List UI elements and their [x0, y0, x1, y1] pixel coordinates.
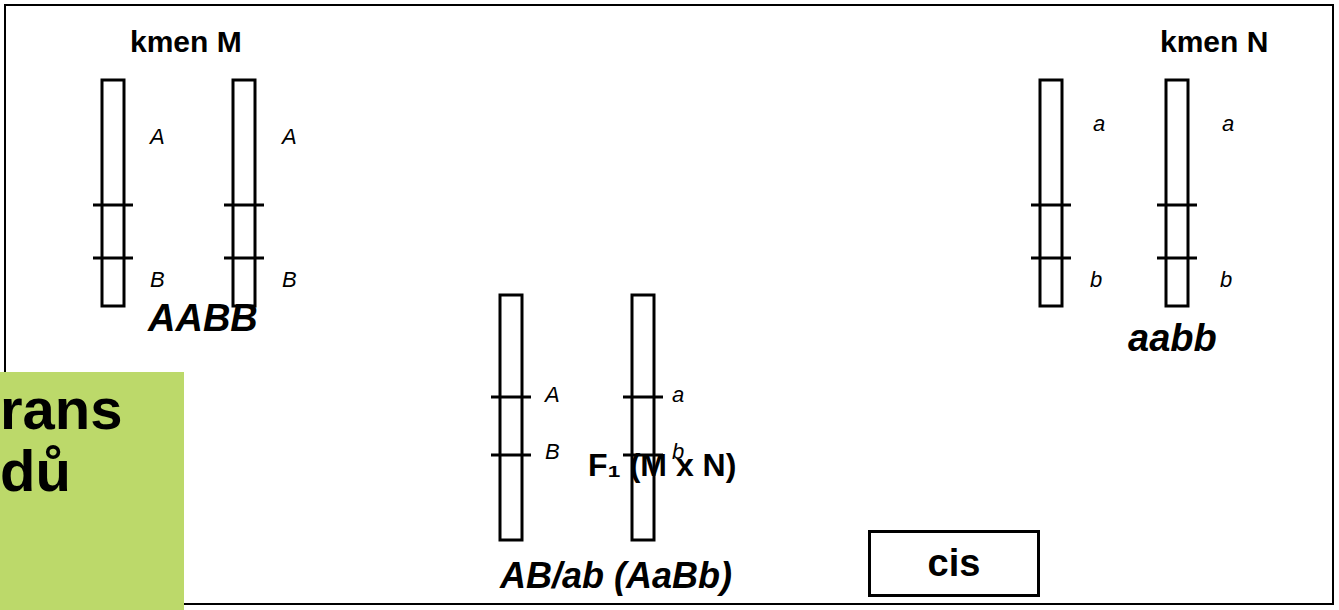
- allele-label: B: [150, 268, 165, 292]
- node-text: rans dů: [0, 378, 170, 502]
- genotype-label: AABB: [148, 298, 258, 340]
- cis-box: cis: [868, 530, 1040, 597]
- allele-label: B: [282, 268, 297, 292]
- chromosomes: [93, 80, 1197, 540]
- genotype-label: F₁ (M x N): [588, 448, 736, 483]
- allele-label: b: [1090, 268, 1102, 292]
- genotype-label: kmen N: [1160, 25, 1268, 58]
- allele-label: A: [150, 125, 165, 149]
- genotype-label: kmen M: [130, 25, 242, 58]
- allele-label: A: [545, 383, 560, 407]
- genotype-label: AB/ab (AaBb): [500, 556, 732, 596]
- allele-label: b: [1220, 268, 1232, 292]
- allele-label: a: [1222, 112, 1234, 136]
- allele-label: A: [282, 125, 297, 149]
- allele-label: b: [672, 440, 684, 464]
- frame: [5, 5, 1333, 604]
- allele-label: B: [545, 440, 560, 464]
- node-text: cis: [885, 543, 1023, 584]
- allele-label: a: [1093, 112, 1105, 136]
- highlight-band: rans dů: [0, 372, 184, 610]
- genotype-label: aabb: [1128, 318, 1217, 360]
- allele-label: a: [672, 383, 684, 407]
